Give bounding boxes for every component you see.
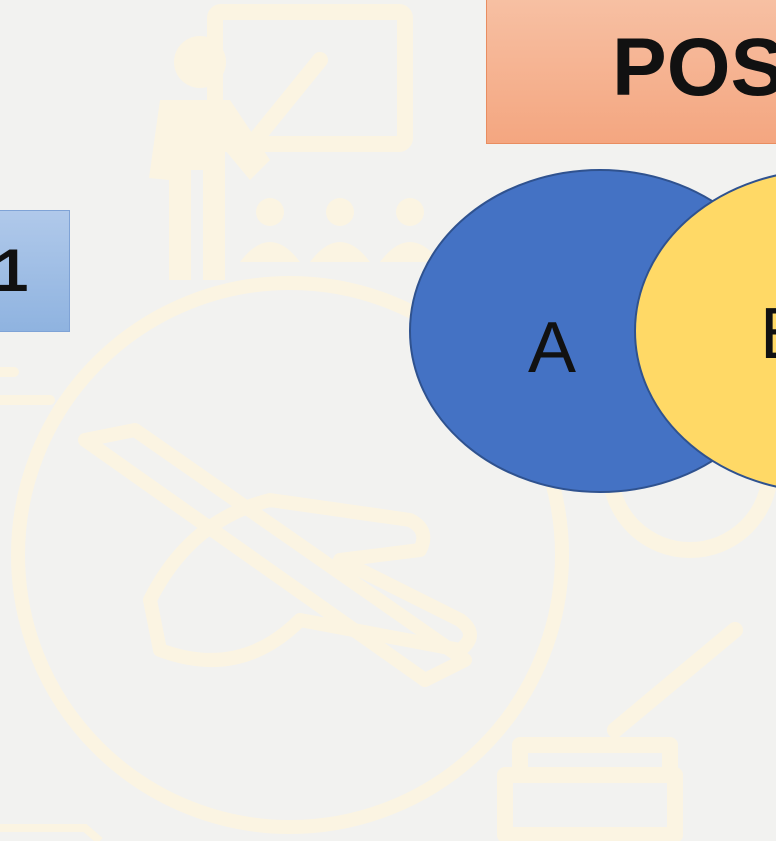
slide-title: POS [612, 22, 776, 113]
venn-set-b-circle [634, 174, 776, 488]
teacher-figure-icon [149, 36, 440, 280]
writing-hand-icon [11, 276, 569, 834]
title-box: POS [486, 0, 776, 144]
paper-corner-icon [0, 824, 103, 841]
venn-set-b-label: B [760, 294, 776, 374]
number-badge-box: 1 [0, 210, 70, 332]
venn-set-a-label: A [528, 308, 576, 388]
number-badge: 1 [0, 241, 28, 301]
writing-lines-icon [0, 367, 55, 405]
